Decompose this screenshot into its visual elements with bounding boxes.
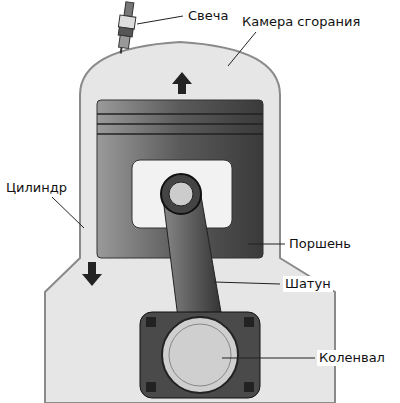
crankshaft-journal xyxy=(169,324,231,386)
part-label: Цилиндр xyxy=(4,180,69,196)
big-end xyxy=(140,312,260,398)
part-label: Шатун xyxy=(283,276,333,292)
direction-arrow xyxy=(82,262,102,286)
spark-plug xyxy=(115,1,138,55)
crankshaft xyxy=(162,317,238,393)
cylinder-outline xyxy=(45,42,335,403)
bolt xyxy=(146,317,156,327)
bolt xyxy=(244,317,254,327)
piston-pin-bore xyxy=(169,182,193,206)
part-label: Поршень xyxy=(287,236,353,252)
piston-rings xyxy=(97,114,263,134)
piston-pin xyxy=(161,174,201,214)
part-label: Коленвал xyxy=(317,350,387,366)
part-label: Свеча xyxy=(186,8,230,24)
bolt xyxy=(244,382,254,392)
direction-arrow xyxy=(172,72,192,94)
part-label: Камера сгорания xyxy=(240,14,362,30)
bolt xyxy=(146,382,156,392)
leader-lines xyxy=(52,16,315,358)
